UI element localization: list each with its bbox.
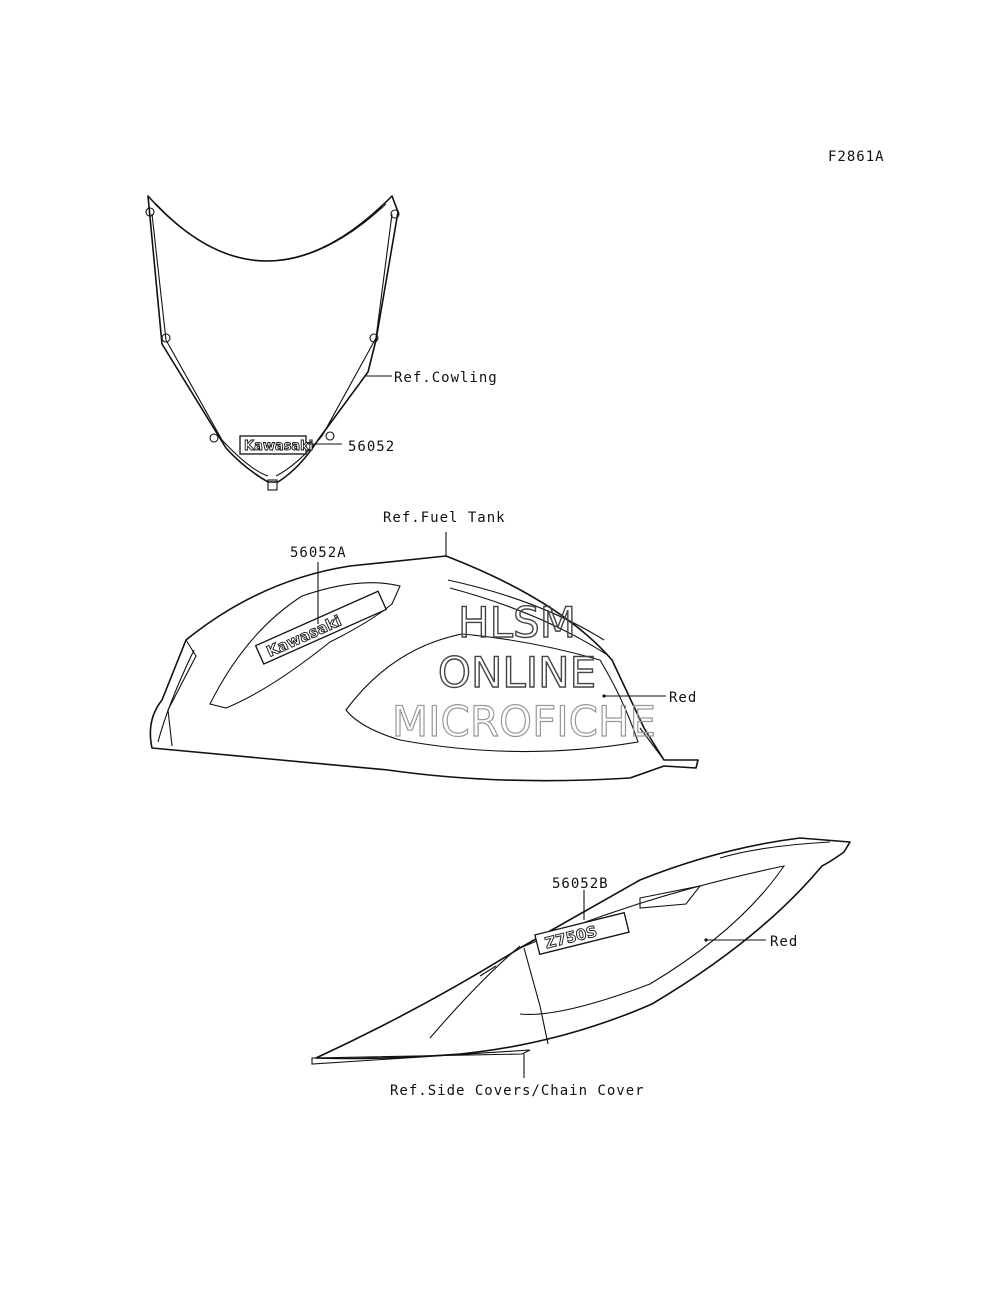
watermark: HLSM ONLINE MICROFICHE bbox=[391, 597, 656, 746]
side-cover-decal: Z750S bbox=[534, 911, 630, 956]
watermark-line1: HLSM bbox=[458, 598, 576, 647]
label-ref-fuel-tank: Ref.Fuel Tank bbox=[383, 510, 506, 526]
label-part-56052b: 56052B bbox=[552, 876, 609, 892]
watermark-line3: MICROFICHE bbox=[392, 697, 656, 746]
side-cover-drawing bbox=[311, 837, 851, 1065]
label-red-tank: Red bbox=[669, 690, 697, 706]
tank-decal: Kawasaki bbox=[254, 590, 388, 665]
fuel-tank-drawing bbox=[149, 555, 699, 782]
figure-code: F2861A bbox=[828, 149, 885, 165]
label-part-56052a: 56052A bbox=[290, 545, 347, 561]
label-part-56052: 56052 bbox=[348, 439, 395, 455]
label-red-cover: Red bbox=[770, 934, 798, 950]
windshield-drawing bbox=[145, 195, 400, 491]
watermark-line2: ONLINE bbox=[438, 648, 596, 697]
label-ref-cowling: Ref.Cowling bbox=[394, 370, 498, 386]
label-ref-side-covers: Ref.Side Covers/Chain Cover bbox=[390, 1083, 645, 1099]
windshield-logo-text: Kawasaki bbox=[244, 439, 313, 454]
windshield-decal: Kawasaki bbox=[239, 435, 314, 455]
